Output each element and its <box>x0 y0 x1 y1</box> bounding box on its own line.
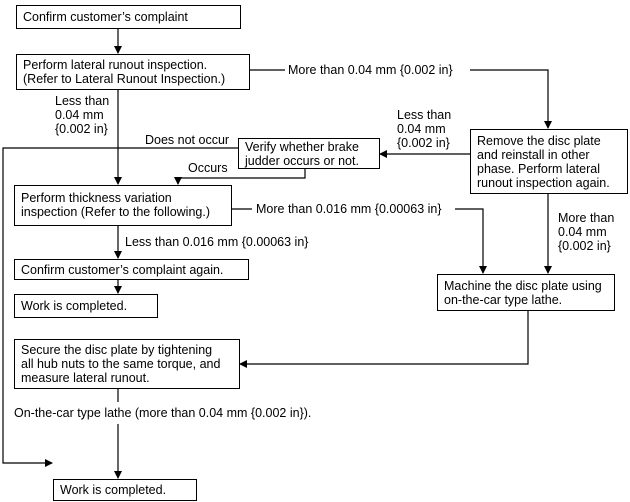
box-machine-line-2: on-the-car type lathe. <box>444 293 563 307</box>
label-more-than-0016-text: More than 0.016 mm {0.00063 in} <box>256 202 442 216</box>
box-work-completed-1-text: Work is completed. <box>21 299 128 313</box>
label-less-right-line-2: 0.04 mm <box>397 122 446 136</box>
label-less-left-line-3: {0.002 in} <box>55 122 108 136</box>
box-confirm-complaint-text: Confirm customer’s complaint <box>23 10 188 24</box>
arrow-occurs <box>174 168 306 185</box>
label-occurs-text: Occurs <box>188 161 228 175</box>
label-more-than-0016: More than 0.016 mm {0.00063 in} <box>256 202 442 216</box>
label-less-than-0016: Less than 0.016 mm {0.00063 in} <box>125 235 308 249</box>
box-thickness-line-2: inspection (Refer to the following.) <box>21 205 210 219</box>
box-remove-disc: Remove the disc plate and reinstall in o… <box>470 129 628 194</box>
box-verify-judder-line-2: judder occurs or not. <box>245 154 359 168</box>
label-less-than-004-left: Less than 0.04 mm {0.002 in} <box>55 94 109 136</box>
box-lateral-runout-line-1: Perform lateral runout inspection. <box>23 58 208 72</box>
label-less-than-0016-text: Less than 0.016 mm {0.00063 in} <box>125 235 309 249</box>
label-does-not-occur: Does not occur <box>145 133 229 147</box>
box-confirm-again-text: Confirm customer’s complaint again. <box>21 263 224 277</box>
box-remove-disc-line-4: runout inspection again. <box>477 176 610 190</box>
box-remove-disc-line-3: phase. Perform lateral <box>477 162 600 176</box>
label-more-than-004-right: More than 0.04 mm {0.002 in} <box>558 211 614 253</box>
box-verify-judder-line-1: Verify whether brake <box>245 140 359 154</box>
arrow-does-not-occur <box>2 147 238 467</box>
label-lathe-note-text: On-the-car type lathe (more than 0.04 mm… <box>14 406 312 420</box>
label-occurs: Occurs <box>188 161 228 175</box>
box-secure-line-1: Secure the disc plate by tightening <box>21 343 213 357</box>
label-more-right-line-1: More than <box>558 211 615 225</box>
label-does-not-occur-text: Does not occur <box>145 133 230 147</box>
label-more-right-line-3: {0.002 in} <box>558 239 611 253</box>
label-more-than-004-text: More than 0.04 mm {0.002 in} <box>288 63 453 77</box>
label-lathe-note: On-the-car type lathe (more than 0.04 mm… <box>14 406 312 420</box>
label-less-right-line-3: {0.002 in} <box>397 136 450 150</box>
box-thickness-variation: Perform thickness variation inspection (… <box>14 185 232 226</box>
label-more-than-004: More than 0.04 mm {0.002 in} <box>288 63 453 77</box>
box-confirm-again: Confirm customer’s complaint again. <box>14 259 249 280</box>
box-lateral-runout: Perform lateral runout inspection. (Refe… <box>16 54 250 90</box>
arrow-machine-to-secure <box>239 311 529 368</box>
box-secure-line-2: all hub nuts to the same torque, and <box>21 357 221 371</box>
box-machine-line-1: Machine the disc plate using <box>444 279 602 293</box>
label-less-left-line-2: 0.04 mm <box>55 108 104 122</box>
box-thickness-line-1: Perform thickness variation <box>21 191 172 205</box>
box-work-completed-2-text: Work is completed. <box>60 483 167 497</box>
arrow-runout-to-remove-2 <box>470 69 552 129</box>
box-confirm-complaint: Confirm customer’s complaint <box>16 5 241 29</box>
label-more-right-line-2: 0.04 mm <box>558 225 607 239</box>
box-remove-disc-line-1: Remove the disc plate <box>477 134 601 148</box>
box-work-completed-2: Work is completed. <box>53 479 197 501</box>
box-machine-disc: Machine the disc plate using on-the-car … <box>437 274 615 311</box>
box-secure-line-3: measure lateral runout. <box>21 371 150 385</box>
box-verify-judder: Verify whether brake judder occurs or no… <box>238 138 380 169</box>
box-lateral-runout-line-2: (Refer to Lateral Runout Inspection.) <box>23 72 226 86</box>
label-less-than-004-right: Less than 0.04 mm {0.002 in} <box>397 108 451 150</box>
label-less-left-line-1: Less than <box>55 94 110 108</box>
box-remove-disc-line-2: and reinstall in other <box>477 148 590 162</box>
box-work-completed-1: Work is completed. <box>14 294 158 318</box>
box-secure-disc: Secure the disc plate by tightening all … <box>14 339 240 389</box>
arrow-thickness-to-machine-b <box>455 208 487 274</box>
label-less-right-line-1: Less than <box>397 108 452 122</box>
